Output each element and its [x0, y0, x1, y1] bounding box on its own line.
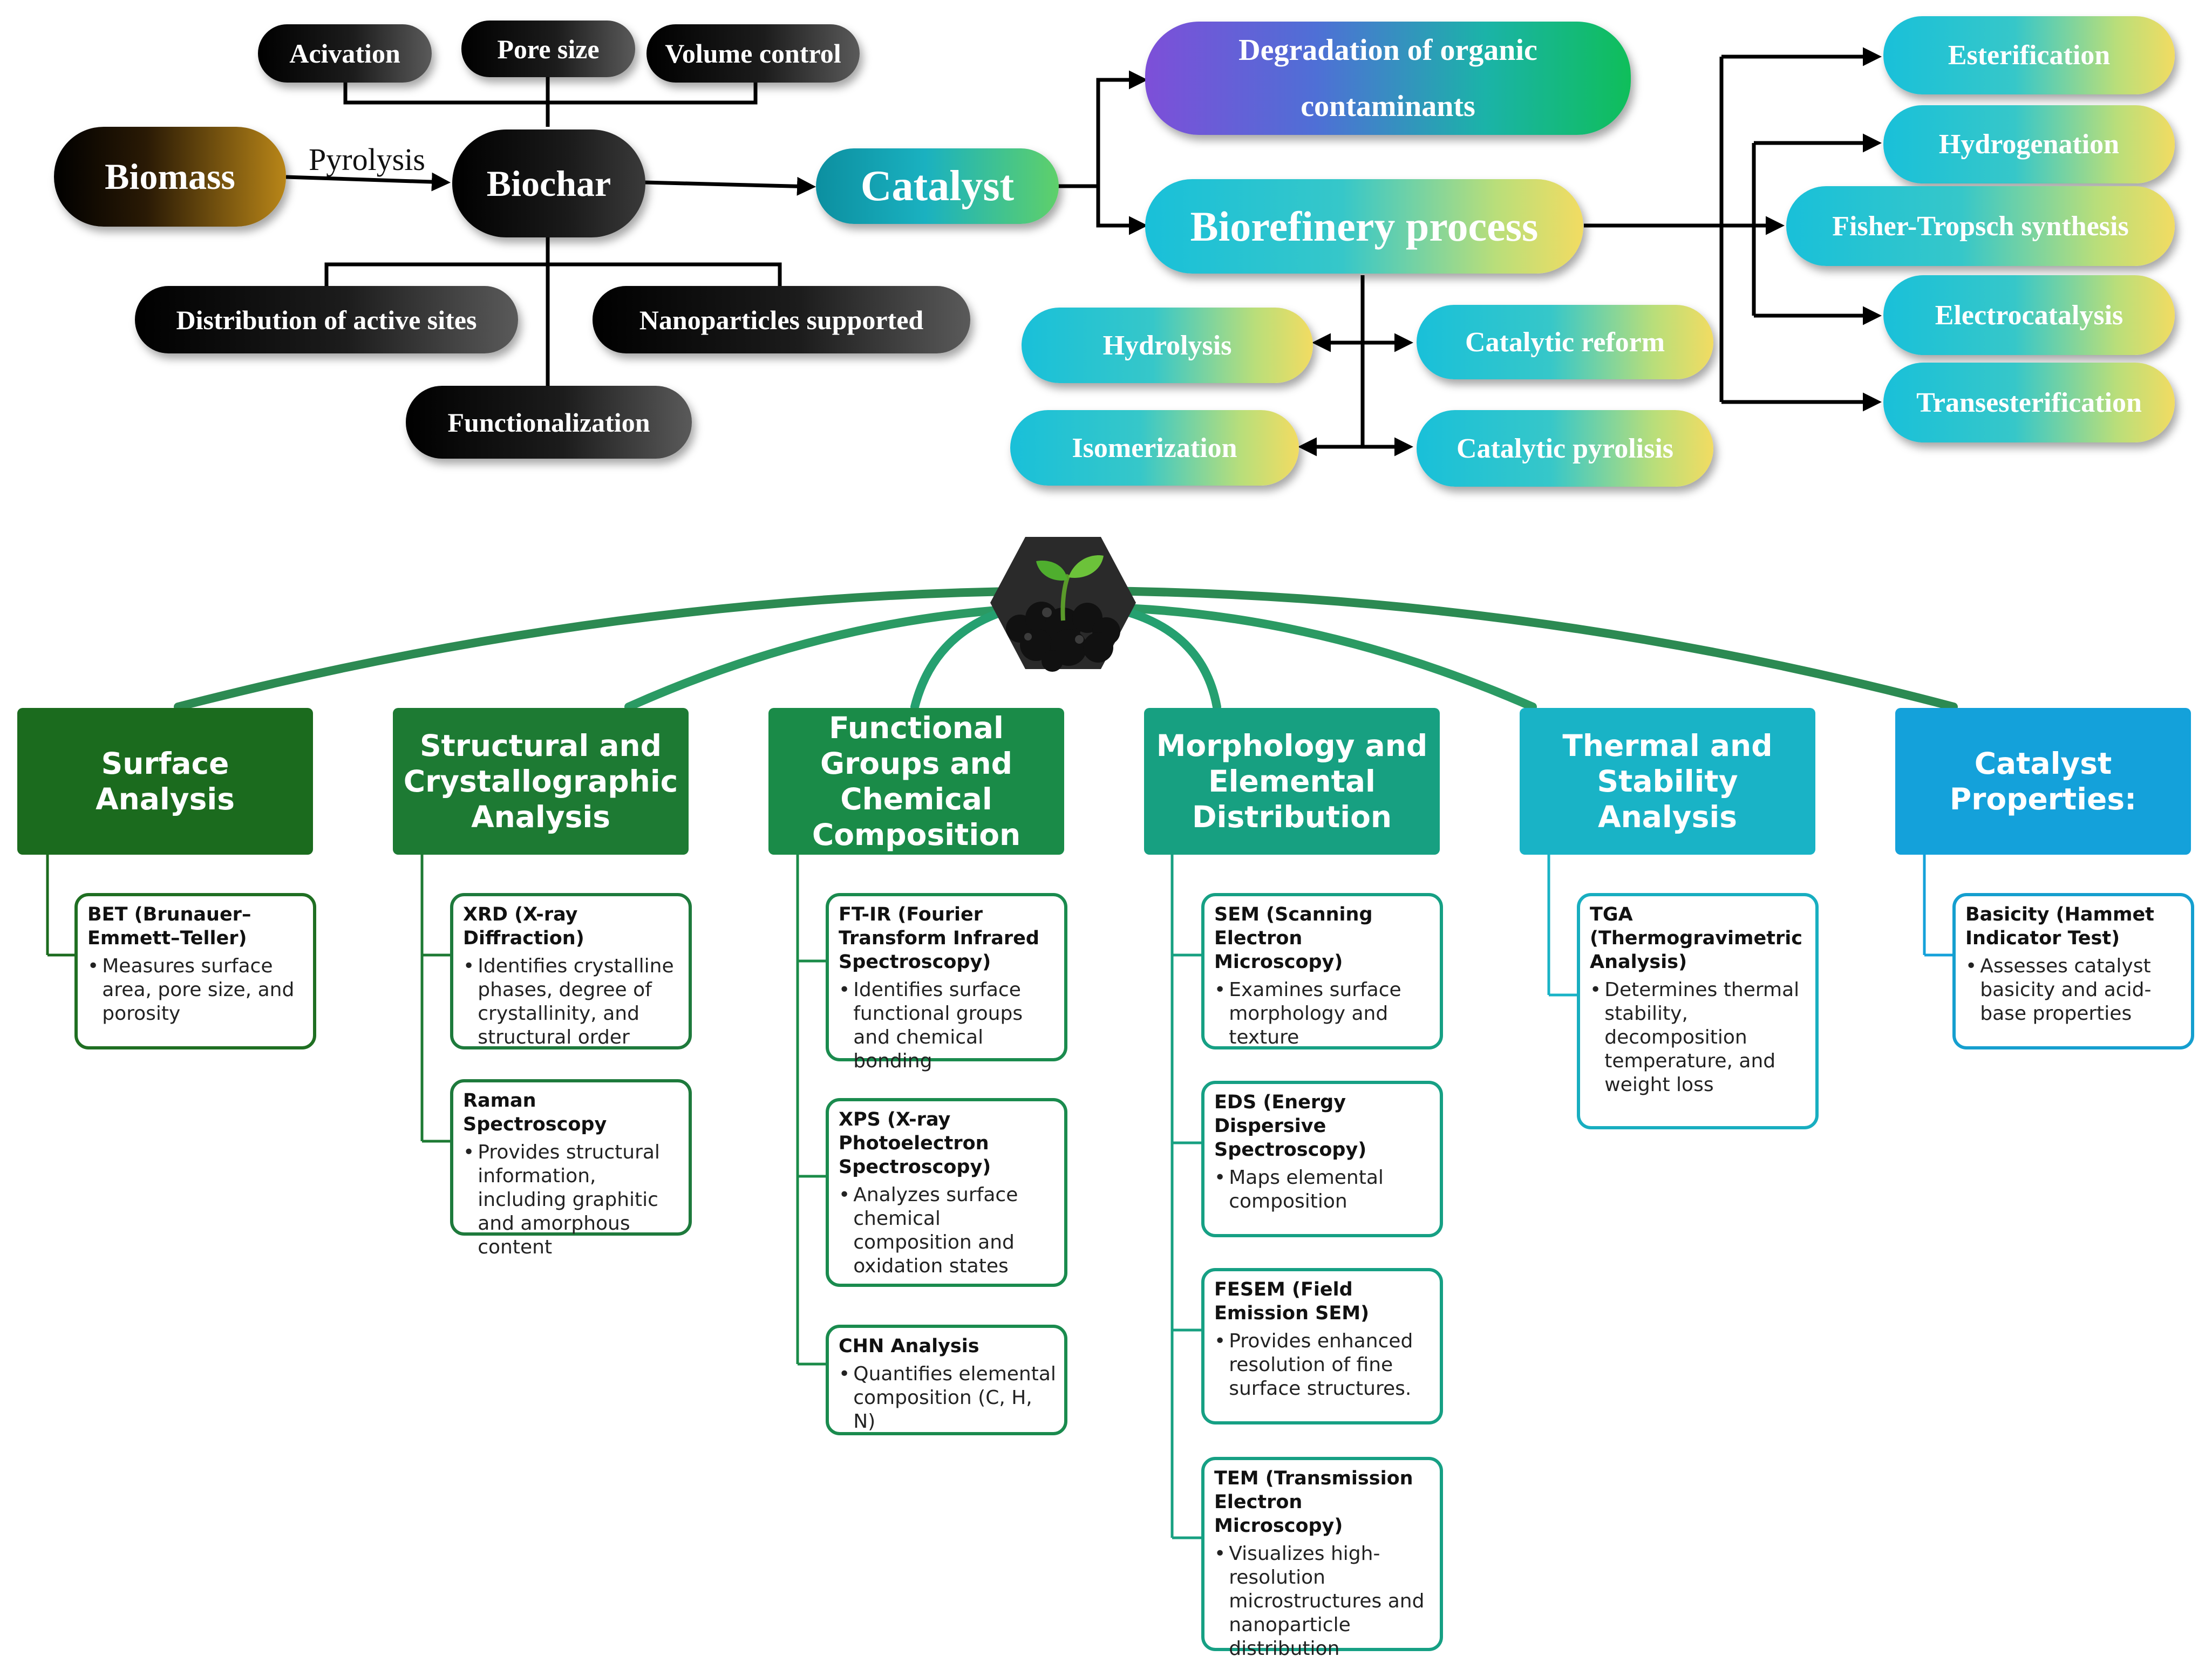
- to-biorefinery-arrow: [1096, 186, 1148, 235]
- technique-description-text: Analyzes surface chemical composition an…: [853, 1184, 1018, 1277]
- activation-pill: Acivation: [258, 24, 432, 83]
- nanoparticles-supported-pill: Nanoparticles supported: [593, 286, 970, 353]
- esterification-pill: Esterification: [1883, 16, 2175, 94]
- technique-description: •Provides structural information, includ…: [463, 1141, 681, 1259]
- technique-description-text: Identifies crystalline phases, degree of…: [478, 955, 674, 1048]
- volume-control-pill: Volume control: [646, 24, 860, 83]
- transesterification-pill: Transesterification: [1883, 363, 2175, 442]
- bullet-icon: •: [87, 955, 99, 977]
- pore-size-pill: Pore size: [461, 21, 635, 77]
- technique-description: •Determines thermal stability, decomposi…: [1590, 978, 1808, 1097]
- technique-title: SEM (Scanning Electron Microscopy): [1214, 904, 1373, 973]
- technique-card: TGA (Thermogravimetric Analysis)•Determi…: [1577, 893, 1819, 1129]
- technique-card: CHN Analysis •Quantifies elemental compos…: [826, 1325, 1067, 1435]
- technique-title: TGA (Thermogravimetric Analysis): [1590, 904, 1802, 973]
- technique-title: TEM (Transmission Electron Microscopy): [1214, 1468, 1413, 1537]
- bottom-modifiers-connector: [324, 262, 782, 294]
- fisher-tropsch-pill: Fisher-Tropsch synthesis: [1786, 186, 2175, 266]
- category-header: Surface Analysis: [17, 708, 313, 855]
- technique-card: SEM (Scanning Electron Microscopy)•Exami…: [1201, 893, 1443, 1049]
- degradation-pill: Degradation of organic contaminants: [1145, 22, 1631, 135]
- technique-description-text: Provides structural information, includi…: [478, 1141, 660, 1258]
- technique-description-text: Determines thermal stability, decomposit…: [1604, 979, 1800, 1096]
- pyrolysis-label: Pyrolysis: [309, 142, 425, 177]
- technique-description: •Provides enhanced resolution of fine su…: [1214, 1330, 1432, 1401]
- catalytic-pyrolisis-pill: Catalytic pyrolisis: [1417, 410, 1713, 487]
- technique-title: EDS (Energy Dispersive Spectroscopy): [1214, 1092, 1367, 1161]
- technique-card: Raman Spectroscopy •Provides structural i…: [450, 1079, 692, 1258]
- to-degradation-arrow: [1096, 70, 1148, 186]
- technique-description: •Maps elemental composition: [1214, 1166, 1432, 1214]
- pyrolysis-arrow: [285, 172, 451, 192]
- category-header: Structural and Crystallographic Analysis: [393, 708, 689, 855]
- technique-description: •Identifies crystalline phases, degree o…: [463, 955, 681, 1049]
- technique-description: •Measures surface area, pore size, and p…: [87, 955, 305, 1026]
- technique-title: FT-IR (Fourier Transform Infrared Spectr…: [839, 904, 1039, 973]
- technique-card: FT-IR (Fourier Transform Infrared Spectr…: [826, 893, 1067, 1072]
- technique-title: BET (Brunauer–Emmett–Teller): [87, 904, 251, 949]
- functionalization-pill: Functionalization: [406, 386, 692, 459]
- bullet-icon: •: [463, 955, 475, 977]
- biochar-sprout-icon: [990, 537, 1136, 672]
- isomerization-pill: Isomerization: [1010, 410, 1299, 486]
- technique-title: Raman Spectroscopy: [463, 1090, 607, 1135]
- category-header: Thermal and Stability Analysis: [1520, 708, 1815, 855]
- hydrogenation-pill: Hydrogenation: [1883, 105, 2175, 183]
- technique-card: EDS (Energy Dispersive Spectroscopy) •Map…: [1201, 1081, 1443, 1237]
- technique-description: •Examines surface morphology and texture: [1214, 978, 1432, 1049]
- hydrolysis-pill: Hydrolysis: [1022, 308, 1313, 383]
- bullet-icon: •: [1590, 979, 1602, 1001]
- bullet-icon: •: [463, 1141, 475, 1163]
- technique-card: Basicity (Hammet Indicator Test) •Assesse…: [1952, 893, 2194, 1049]
- bullet-icon: •: [839, 1363, 850, 1385]
- bullet-icon: •: [1965, 955, 1977, 977]
- catalytic-reform-pill: Catalytic reform: [1417, 305, 1713, 379]
- biorefinery-pill: Biorefinery process: [1145, 179, 1583, 274]
- technique-title: XRD (X-ray Diffraction): [463, 904, 584, 949]
- technique-description-text: Identifies surface functional groups and…: [853, 979, 1023, 1072]
- technique-description-text: Assesses catalyst basicity and acid-base…: [1980, 955, 2152, 1025]
- technique-card: BET (Brunauer–Emmett–Teller) •Measures su…: [74, 893, 316, 1049]
- distribution-active-sites-pill: Distribution of active sites: [135, 286, 518, 353]
- technique-description: •Assesses catalyst basicity and acid-bas…: [1965, 955, 2183, 1026]
- technique-card: XPS (X-ray Photoelectron Spectroscopy)•A…: [826, 1098, 1067, 1287]
- technique-description-text: Provides enhanced resolution of fine sur…: [1229, 1330, 1413, 1400]
- technique-title: Basicity (Hammet Indicator Test): [1965, 904, 2154, 949]
- technique-description: •Quantifies elemental composition (C, H,…: [839, 1362, 1057, 1434]
- activation-connector: [343, 81, 758, 105]
- technique-description: •Analyzes surface chemical composition a…: [839, 1183, 1057, 1278]
- bullet-icon: •: [839, 979, 850, 1001]
- bullet-icon: •: [1214, 1543, 1226, 1565]
- technique-card: FESEM (Field Emission SEM) •Provides enha…: [1201, 1268, 1443, 1424]
- technique-description: •Visualizes high-resolution microstructu…: [1214, 1542, 1432, 1661]
- technique-description-text: Measures surface area, pore size, and po…: [102, 955, 295, 1025]
- technique-description-text: Examines surface morphology and texture: [1229, 979, 1401, 1048]
- biomass-pill: Biomass: [54, 127, 286, 227]
- technique-description-text: Maps elemental composition: [1229, 1167, 1384, 1212]
- electrocatalysis-pill: Electrocatalysis: [1883, 275, 2175, 355]
- bullet-icon: •: [1214, 1167, 1226, 1189]
- bullet-icon: •: [1214, 979, 1226, 1001]
- catalyst-pill: Catalyst: [816, 148, 1059, 224]
- technique-title: CHN Analysis: [839, 1335, 979, 1357]
- category-header: Morphology and Elemental Distribution: [1144, 708, 1440, 855]
- bullet-icon: •: [839, 1184, 850, 1206]
- biochar-catalyst-arrow: [644, 176, 816, 196]
- technique-description: •Identifies surface functional groups an…: [839, 978, 1057, 1073]
- category-header: Functional Groups and Chemical Compositi…: [768, 708, 1064, 855]
- technique-card: TEM (Transmission Electron Microscopy)•V…: [1201, 1457, 1443, 1660]
- technique-description-text: Quantifies elemental composition (C, H, …: [853, 1363, 1056, 1433]
- technique-description-text: Visualizes high-resolution microstructur…: [1229, 1543, 1425, 1660]
- biochar-pill: Biochar: [452, 129, 645, 237]
- technique-card: XRD (X-ray Diffraction) •Identifies cryst…: [450, 893, 692, 1049]
- category-header: Catalyst Properties:: [1895, 708, 2191, 855]
- bullet-icon: •: [1214, 1330, 1226, 1352]
- technique-title: FESEM (Field Emission SEM): [1214, 1279, 1370, 1324]
- technique-title: XPS (X-ray Photoelectron Spectroscopy): [839, 1109, 991, 1178]
